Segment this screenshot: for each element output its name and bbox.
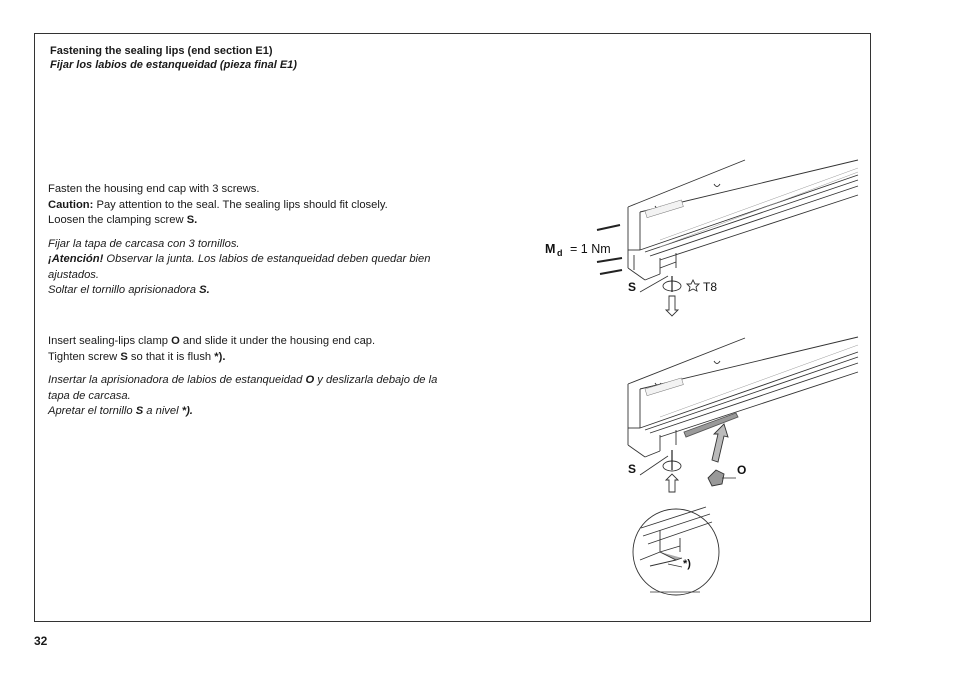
- step2-es-line1: Insertar la aprisionadora de labios de e…: [48, 373, 448, 404]
- caution-text: Pay attention to the seal. The sealing l…: [93, 198, 388, 211]
- torque-subscript: d: [557, 248, 563, 258]
- figure2-encoder: [627, 336, 859, 493]
- step2-en-line2: Tighten screw S so that it is flush *).: [48, 350, 448, 366]
- flush-label: *): [683, 558, 691, 570]
- heading-en: Fastening the sealing lips (end section …: [50, 45, 273, 57]
- fig2-screw-label: S: [628, 462, 636, 476]
- atencion-label: ¡Atención!: [48, 253, 104, 265]
- heading-es: Fijar los labios de estanqueidad (pieza …: [50, 59, 297, 71]
- page-number: 32: [34, 634, 48, 648]
- step1-en-caution: Caution: Pay attention to the seal. The …: [48, 198, 448, 214]
- footnote-ref: *).: [214, 350, 226, 363]
- apretar-text: Apretar el tornillo: [48, 405, 136, 417]
- flush-text: so that it is flush: [127, 350, 215, 363]
- insert-text: Insert sealing-lips clamp: [48, 335, 172, 347]
- screw-ref-es-2: S: [135, 405, 144, 417]
- nivel-text: a nivel: [143, 405, 182, 417]
- tighten-text: Tighten screw: [48, 350, 121, 363]
- soltar-text: Soltar el tornillo aprisionadora: [48, 284, 200, 296]
- step1-text: Fasten the housing end cap with 3 screws…: [48, 182, 448, 299]
- step2-es-line2: Apretar el tornillo S a nivel *).: [48, 404, 448, 420]
- step2-text: Insert sealing-lips clamp O and slide it…: [48, 334, 448, 420]
- step1-es-caution: ¡Atención! Observar la junta. Los labios…: [48, 252, 448, 283]
- slide-text: and slide it under the housing end cap.: [179, 335, 376, 347]
- insertar-text: Insertar la aprisionadora de labios de e…: [48, 374, 306, 386]
- figure3-detail: [632, 506, 720, 596]
- screw-ref-es: S.: [199, 284, 210, 296]
- screw-ref: S.: [186, 214, 198, 226]
- screw-ref-2: S: [120, 350, 128, 363]
- tool-label: T8: [703, 280, 717, 294]
- fig1-screw-label: S: [628, 280, 636, 294]
- step2-en-line1: Insert sealing-lips clamp O and slide it…: [48, 334, 448, 350]
- figure1-encoder: [596, 159, 859, 317]
- section-heading: Fastening the sealing lips (end section …: [50, 44, 297, 72]
- deslizar-text: y deslizarla debajo de la tapa de carcas…: [48, 374, 438, 402]
- torque-symbol: M: [545, 242, 555, 256]
- torque-value: = 1 Nm: [570, 242, 611, 256]
- page-frame: [34, 33, 871, 622]
- step1-es-line3: Soltar el tornillo aprisionadora S.: [48, 283, 448, 299]
- clamp-label: O: [737, 463, 746, 477]
- step1-en-line3: Loosen the clamping screw S.: [48, 213, 448, 229]
- step1-en-line1: Fasten the housing end cap with 3 screws…: [48, 183, 260, 195]
- atencion-text: Observar la junta. Los labios de estanqu…: [48, 253, 431, 281]
- step1-es-line1: Fijar la tapa de carcasa con 3 tornillos…: [48, 237, 240, 250]
- caution-label: Caution:: [48, 198, 94, 211]
- clamp-ref-es: O: [305, 374, 315, 386]
- loosen-text: Loosen the clamping screw: [48, 214, 187, 226]
- footnote-ref-es: *).: [181, 405, 193, 417]
- clamp-ref: O: [171, 335, 180, 347]
